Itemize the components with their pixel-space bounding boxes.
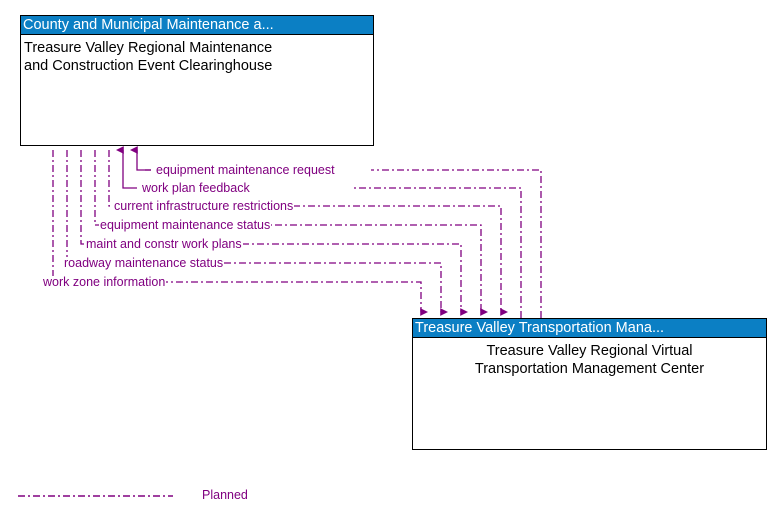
node-tmc-body: Treasure Valley Regional Virtual Transpo… [413,338,766,378]
node-tmc[interactable]: Treasure Valley Transportation Mana... T… [412,318,767,450]
node-tmc-title-line2: Transportation Management Center [474,361,705,377]
node-tmc-header: Treasure Valley Transportation Mana... [413,319,766,338]
node-clearinghouse[interactable]: County and Municipal Maintenance a... Tr… [20,15,374,146]
flow-stub-work-plan-feedback [115,146,137,189]
node-tmc-title-line1: Treasure Valley Regional Virtual [486,343,693,359]
flow-label-equipment-maintenance-status: equipment maintenance status [99,218,272,232]
node-clearinghouse-title-line2: and Construction Event Clearinghouse [24,58,273,74]
flow-label-current-infrastructure-restrictions: current infrastructure restrictions [113,199,295,213]
flow-label-work-plan-feedback: work plan feedback [141,181,251,195]
flow-stub-equipment-maintenance-request [129,146,151,171]
flow-label-work-zone-information: work zone information [42,275,167,289]
legend-line-planned [18,495,173,497]
flow-path-work-plan-feedback [351,187,522,318]
node-clearinghouse-header: County and Municipal Maintenance a... [21,16,373,35]
flow-path-equipment-maintenance-request [371,169,542,318]
flow-label-equipment-maintenance-request: equipment maintenance request [155,163,336,177]
flow-label-roadway-maintenance-status: roadway maintenance status [63,256,225,270]
legend-label-planned: Planned [202,488,248,502]
node-clearinghouse-body: Treasure Valley Regional Maintenance and… [21,35,373,75]
legend: Planned [18,487,318,507]
flow-label-maint-and-constr-work-plans: maint and constr work plans [85,237,243,251]
node-clearinghouse-title-line1: Treasure Valley Regional Maintenance [24,40,273,56]
